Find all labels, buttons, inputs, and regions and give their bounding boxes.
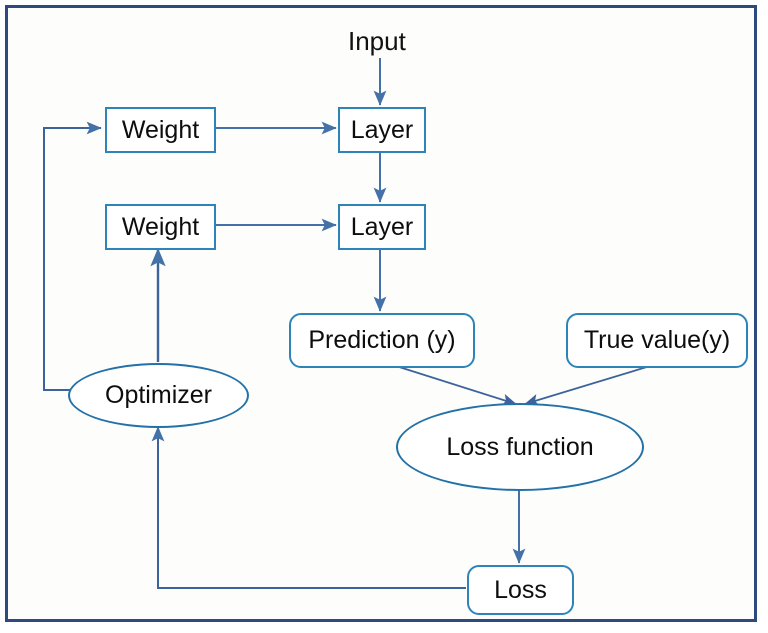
node-weight-top[interactable]: Weight — [105, 107, 216, 153]
node-prediction[interactable]: Prediction (y) — [289, 313, 475, 368]
node-optimizer-label: Optimizer — [105, 381, 212, 410]
node-weight-top-label: Weight — [121, 115, 200, 144]
node-true-value[interactable]: True value(y) — [566, 313, 748, 368]
node-prediction-label: Prediction (y) — [308, 326, 456, 355]
node-layer-top[interactable]: Layer — [338, 107, 426, 153]
node-weight-bottom[interactable]: Weight — [105, 204, 216, 250]
node-layer-top-label: Layer — [350, 115, 414, 144]
input-label: Input — [348, 26, 406, 56]
node-optimizer[interactable]: Optimizer — [68, 363, 249, 428]
node-true-value-label: True value(y) — [583, 326, 731, 355]
node-loss-function[interactable]: Loss function — [396, 403, 644, 491]
node-loss[interactable]: Loss — [467, 565, 574, 615]
node-layer-bottom-label: Layer — [350, 212, 414, 241]
node-loss-label: Loss — [494, 575, 547, 604]
node-loss-function-label: Loss function — [446, 432, 594, 461]
node-layer-bottom[interactable]: Layer — [338, 204, 426, 250]
node-weight-bottom-label: Weight — [121, 212, 200, 241]
